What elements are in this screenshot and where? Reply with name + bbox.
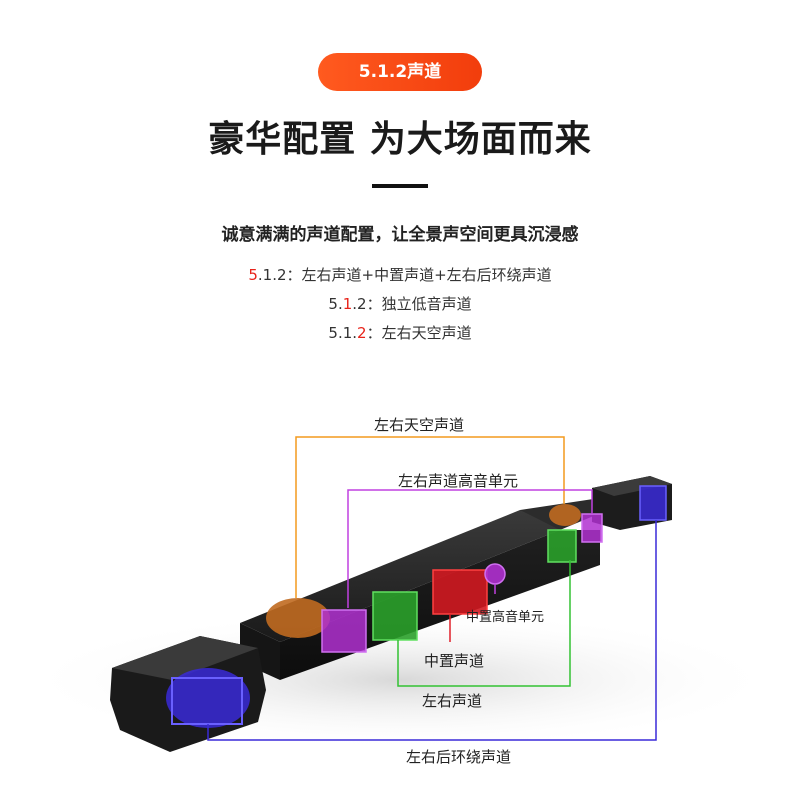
channel-badge: 5.1.2声道 [318, 53, 482, 91]
spec-line-1: 5.1.2：左右声道+中置声道+左右后环绕声道 [0, 264, 800, 285]
tweeter-right [581, 513, 603, 543]
tweeter-label: 左右声道高音单元 [398, 472, 519, 490]
spec-text: ：独立低音声道 [366, 295, 472, 313]
lr-driver-right [547, 529, 577, 563]
center-driver [432, 569, 488, 615]
surround-channel-label: 左右后环绕声道 [406, 748, 512, 766]
tweeter-callout-line [347, 489, 593, 608]
spec-digit: 1 [342, 295, 353, 313]
lr-callout-line [397, 560, 571, 687]
sky-callout-line [295, 436, 565, 598]
soundbar-diagram: 左右天空声道 左右声道高音单元 中置高音单元 中置声道 左右声道 左右后环绕声道 [0, 380, 800, 800]
spec-digit: .1 [257, 266, 273, 284]
lr-driver-left [372, 591, 418, 641]
spec-digit: 5. [328, 295, 343, 313]
page-title: 豪华配置 为大场面而来 [208, 119, 592, 160]
sky-driver-right [549, 504, 581, 526]
title-divider [372, 184, 428, 188]
right-surround-speaker [592, 476, 672, 530]
surround-callout-line [207, 520, 657, 741]
left-surround-speaker [110, 636, 266, 752]
spec-line-3: 5.1.2：左右天空声道 [0, 322, 800, 343]
spec-line-2: 5.1.2：独立低音声道 [0, 293, 800, 314]
sky-driver-left [266, 598, 330, 638]
spec-digit: .2 [352, 295, 367, 313]
spec-digit: .2 [272, 266, 287, 284]
spec-digit: 2 [357, 324, 367, 342]
spec-digit: 5 [248, 266, 258, 284]
center-tweeter-label: 中置高音单元 [466, 610, 545, 625]
sky-channel-label: 左右天空声道 [374, 416, 465, 434]
tweeter-left [321, 609, 367, 653]
center-tweeter [484, 563, 506, 585]
spec-text: ：左右声道+中置声道+左右后环绕声道 [286, 266, 552, 284]
spec-digit: 5.1. [328, 324, 358, 342]
soundbar-illustration [20, 436, 780, 752]
lr-channel-label: 左右声道 [422, 692, 483, 710]
spec-text: ：左右天空声道 [366, 324, 472, 342]
subheading: 诚意满满的声道配置，让全景声空间更具沉浸感 [221, 225, 579, 245]
center-channel-label: 中置声道 [424, 652, 485, 670]
